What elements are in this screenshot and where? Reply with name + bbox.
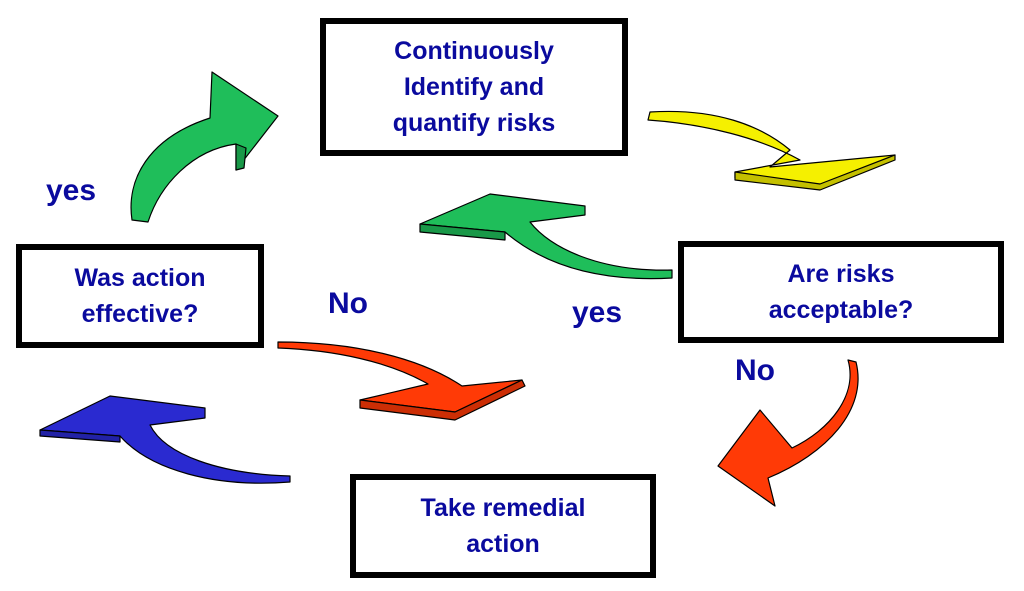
node-action-effective-text: Was action effective? [74, 264, 206, 328]
edge-label-effective-yes: yes [46, 174, 97, 207]
node-risks-acceptable: Are risks acceptable? [678, 241, 1004, 343]
green-arrow-effective-to-identify [130, 71, 279, 223]
edge-label-acceptable-no: No [735, 354, 775, 387]
edge-label-acceptable-yes: yes [572, 296, 623, 329]
node-action-effective: Was action effective? [16, 244, 264, 348]
node-take-remedial-action-text: Take remedial action [420, 494, 586, 558]
green-arrow-acceptable-to-identify [419, 193, 673, 280]
node-identify-risks-text: Continuously Identify and quantify risks [392, 37, 556, 137]
node-identify-risks: Continuously Identify and quantify risks [320, 18, 628, 156]
node-take-remedial-action: Take remedial action [350, 474, 656, 578]
node-risks-acceptable-text: Are risks acceptable? [768, 260, 914, 324]
yellow-arrow-identify-to-acceptable [647, 110, 896, 191]
red-arrow-effective-no [277, 341, 526, 421]
blue-arrow-remedial-to-effective [39, 395, 291, 484]
edge-label-effective-no: No [328, 287, 368, 320]
red-arrow-acceptable-to-remedial [717, 359, 859, 507]
